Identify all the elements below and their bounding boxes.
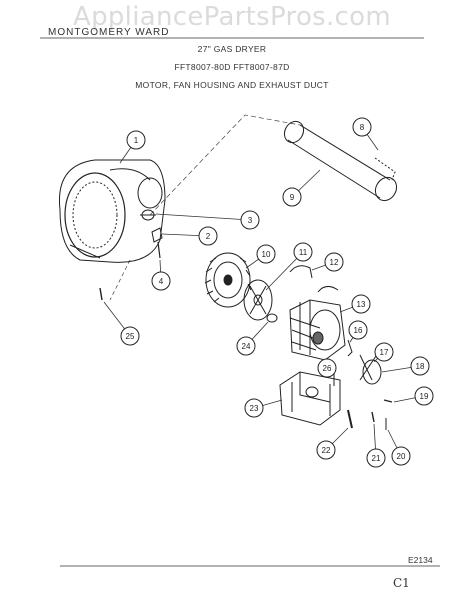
- callout-number: 8: [360, 123, 365, 132]
- callout-circle: [352, 117, 372, 137]
- callout-circle: [282, 187, 302, 207]
- callout-number: 9: [290, 193, 295, 202]
- callout-number: 13: [357, 300, 366, 309]
- motor-clamp: [289, 265, 339, 293]
- callout-circle: [240, 210, 260, 230]
- callout-number: 2: [206, 232, 211, 241]
- motor: [289, 299, 346, 361]
- callout-4: 4: [151, 259, 171, 291]
- callout-circle: [374, 342, 394, 362]
- callout-circle: [244, 398, 264, 418]
- callout-24: 24: [236, 321, 269, 356]
- callout-circle: [151, 271, 171, 291]
- bracket-part: [151, 227, 163, 243]
- motor-mount: [279, 371, 341, 426]
- callout-number: 11: [299, 248, 308, 257]
- callout-2: 2: [161, 226, 218, 246]
- callout-16: 16: [348, 320, 368, 343]
- stud-part: [371, 411, 375, 423]
- brand-name: MONTGOMERY WARD: [48, 27, 170, 38]
- callout-circle: [324, 252, 344, 272]
- screw-connection-line: [109, 259, 131, 301]
- callout-number: 24: [242, 342, 251, 351]
- callout-number: 23: [250, 404, 259, 413]
- callout-8: 8: [352, 117, 379, 151]
- exhaust-duct: [283, 120, 398, 202]
- callout-number: 10: [262, 250, 271, 259]
- callout-number: 19: [420, 392, 429, 401]
- callout-12: 12: [311, 252, 344, 272]
- callout-circle: [414, 386, 434, 406]
- callout-21: 21: [366, 423, 386, 468]
- callout-circle: [256, 244, 276, 264]
- diagram-code: E2134: [408, 555, 433, 565]
- callout-1: 1: [119, 130, 146, 164]
- callout-number: 20: [397, 452, 406, 461]
- callout-circle: [410, 356, 430, 376]
- callout-25: 25: [103, 301, 140, 346]
- callout-number: 17: [380, 348, 389, 357]
- screw-part: [99, 287, 103, 301]
- callout-18: 18: [381, 356, 430, 376]
- callout-circle: [236, 336, 256, 356]
- callout-number: 25: [126, 332, 135, 341]
- callout-10: 10: [245, 244, 276, 269]
- callout-23: 23: [244, 398, 283, 418]
- pulley-plate: [243, 279, 273, 321]
- callout-leader: [155, 213, 251, 221]
- callout-number: 4: [159, 277, 164, 286]
- clamp-part: [140, 209, 156, 221]
- callout-number: 16: [354, 326, 363, 335]
- callout-circle: [366, 448, 386, 468]
- callout-circle: [391, 446, 411, 466]
- callout-9: 9: [282, 169, 321, 207]
- callout-circle: [120, 326, 140, 346]
- callout-number: 26: [323, 364, 332, 373]
- callout-11: 11: [265, 242, 313, 291]
- section-title: MOTOR, FAN HOUSING AND EXHAUST DUCT: [135, 80, 329, 90]
- callout-number: 21: [372, 454, 381, 463]
- washer-part: [266, 313, 278, 323]
- bolt-part: [383, 399, 393, 403]
- callout-number: 12: [330, 258, 339, 267]
- page-mark: C1: [393, 576, 410, 590]
- model-title: 27" GAS DRYER: [197, 44, 267, 54]
- duct-connection-line: [149, 114, 301, 216]
- callout-circle: [351, 294, 371, 314]
- callout-number: 1: [134, 136, 139, 145]
- callout-circle: [293, 242, 313, 262]
- callout-22: 22: [316, 427, 349, 460]
- callout-17: 17: [373, 342, 394, 363]
- callout-number: 3: [248, 216, 253, 225]
- idler-spring: [347, 409, 353, 429]
- spring-part: [347, 339, 353, 357]
- blower-wheel: [204, 252, 252, 308]
- callout-number: 18: [416, 362, 425, 371]
- callout-circle: [198, 226, 218, 246]
- callout-26: 26: [317, 358, 337, 379]
- callout-circle: [317, 358, 337, 378]
- callout-3: 3: [155, 210, 260, 230]
- callout-circle: [316, 440, 336, 460]
- callout-number: 22: [322, 446, 331, 455]
- callout-20: 20: [387, 429, 411, 466]
- fan-housing: [58, 159, 166, 263]
- clip-part: [157, 241, 161, 259]
- callout-19: 19: [393, 386, 434, 406]
- callout-circle: [126, 130, 146, 150]
- callout-13: 13: [339, 294, 371, 314]
- model-numbers: FFT8007-80D FFT8007-87D: [174, 62, 290, 72]
- callout-circle: [348, 320, 368, 340]
